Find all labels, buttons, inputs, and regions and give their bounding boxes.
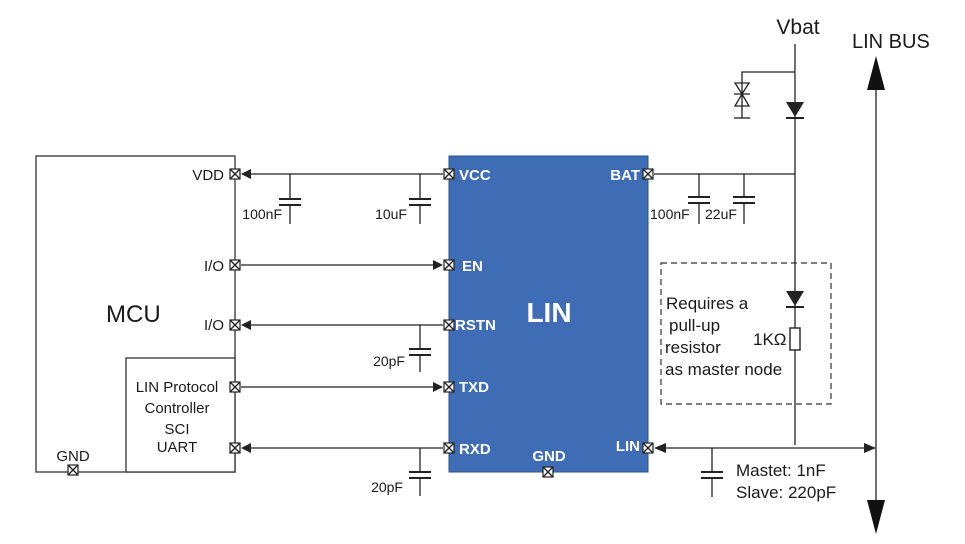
rstn-cap-label: 20pF [373, 353, 405, 369]
mcu-title: MCU [106, 301, 161, 328]
bat-cap2-label: 22uF [705, 206, 737, 222]
chip-pin-vcc-label: VCC [459, 167, 491, 184]
pin-chip-rstn [443, 319, 455, 331]
chip-pin-rstn-label: RSTN [455, 317, 496, 334]
pin-mcu-io1 [229, 259, 241, 271]
pullup-note-line-1: Requires a [666, 294, 749, 313]
pin-mcu-io2 [229, 319, 241, 331]
vcc-capacitor [409, 174, 431, 224]
pin-chip-txd [443, 381, 455, 393]
lin-arrow-right-icon [864, 443, 876, 453]
vdd-capacitor [279, 174, 301, 224]
sub-block-line-1: LIN Protocol [136, 379, 219, 396]
bat-capacitor-1 [688, 174, 710, 224]
chip-pin-en-label: EN [462, 258, 483, 275]
bus-arrow-down-icon [867, 500, 885, 534]
lin-transceiver-block [448, 155, 649, 473]
bus-cap-line-2: Slave: 220pF [736, 483, 836, 502]
pin-chip-gnd [542, 466, 554, 478]
pin-mcu-sci-rx [229, 442, 241, 454]
vcc-cap-label: 10uF [375, 206, 407, 222]
lin-arrow-left-icon [654, 443, 666, 453]
pin-markers [67, 168, 654, 478]
pullup-note-box [660, 262, 832, 405]
tvs-diode-icon [733, 82, 751, 119]
chip-pin-gnd-label: GND [532, 448, 566, 465]
pin-mcu-sci-tx [229, 381, 241, 393]
mcu-pin-vdd-label: VDD [192, 167, 224, 184]
reverse-protection-diode-icon [786, 102, 804, 119]
bus-capacitor [701, 448, 723, 497]
pin-chip-vcc [443, 168, 455, 180]
sub-block-line-3: SCI [164, 421, 189, 438]
chip-pin-lin-label: LIN [616, 438, 640, 455]
mcu-pin-gnd-label: GND [56, 448, 90, 465]
pin-chip-bat [642, 168, 654, 180]
tvs-branch-wire [741, 71, 795, 118]
sub-block-line-2: Controller [144, 400, 209, 417]
vbat-label: Vbat [776, 16, 819, 39]
pullup-diode-icon [786, 291, 804, 308]
rstn-capacitor [409, 325, 431, 372]
pin-mcu-vdd [229, 168, 241, 180]
pin-mcu-gnd [67, 464, 79, 476]
bat-capacitor-2 [733, 174, 755, 224]
sub-block-line-4: UART [157, 439, 198, 456]
pin-chip-lin [642, 442, 654, 454]
lin-bus-label: LIN BUS [852, 31, 930, 53]
pullup-note-line-4: as master node [665, 360, 782, 379]
bat-cap1-label: 100nF [650, 206, 690, 222]
chip-pin-bat-label: BAT [610, 167, 640, 184]
pullup-note-line-2: pull-up [669, 316, 720, 335]
chip-pin-rxd-label: RXD [459, 441, 491, 458]
chip-title: LIN [526, 297, 571, 328]
bus-arrow-up-icon [867, 56, 885, 90]
bus-cap-line-1: Mastet: 1nF [736, 461, 826, 480]
pullup-resistor-label: 1KΩ [753, 330, 787, 349]
vdd-cap-label: 100nF [242, 206, 282, 222]
chip-pin-txd-label: TXD [459, 379, 489, 396]
pin-chip-rxd [443, 442, 455, 454]
pin-chip-en [443, 259, 455, 271]
rxd-cap-label: 20pF [371, 479, 403, 495]
mcu-pin-io2-label: I/O [204, 317, 224, 334]
pullup-resistor [789, 327, 801, 351]
pullup-note-line-3: resistor [665, 338, 721, 357]
mcu-pin-io1-label: I/O [204, 258, 224, 275]
rxd-capacitor [409, 448, 431, 496]
lin-protocol-controller-block [125, 357, 236, 473]
